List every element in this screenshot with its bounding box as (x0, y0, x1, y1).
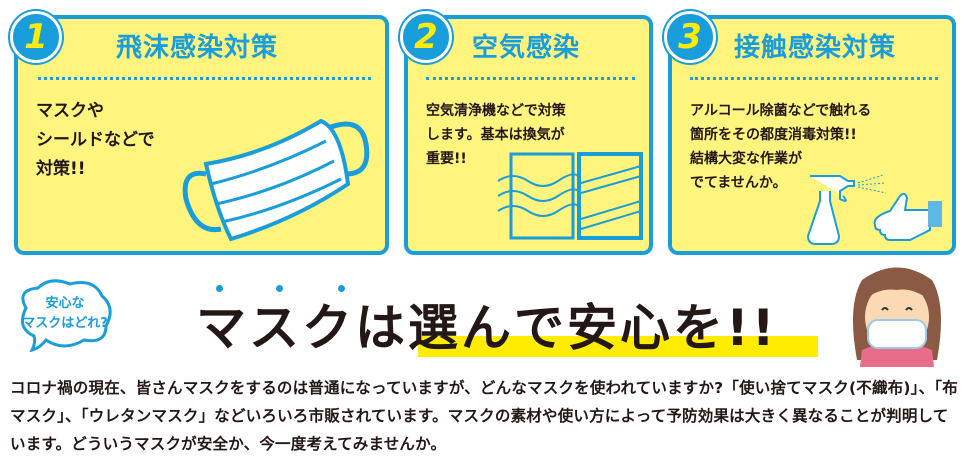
card-title: 接触感染対策 (734, 33, 897, 63)
number-badge: 1 (10, 11, 62, 63)
card-contact-infection: 3 接触感染対策 アルコール除菌などで触れる 箇所をその都度消毒対策!! 結構大… (664, 11, 956, 255)
dotted-divider (426, 77, 635, 80)
emphasis-dot (338, 285, 345, 292)
headline: マスクは選んで安心を!! (196, 299, 778, 357)
card-title: 空気感染 (472, 33, 581, 63)
number-badge: 2 (400, 11, 452, 63)
card-body: アルコール除菌などで触れる 箇所をその都度消毒対策!! 結構大変な作業が でてま… (690, 103, 872, 191)
card-body: マスクや シールドなどで 対策!! (36, 101, 155, 179)
thought-bubble (20, 279, 112, 352)
card-body: 空気清浄機などで対策 します。基本は換気が 重要!! (426, 103, 566, 167)
card-title: 飛沫感染対策 (116, 33, 279, 63)
mask-icon (182, 118, 370, 242)
emphasis-dot (276, 285, 283, 292)
bubble-text: 安心な マスクはどれ? (22, 296, 108, 331)
window-ventilation-icon (497, 152, 643, 240)
headline-highlight (418, 336, 818, 357)
card-airborne-infection: 2 空気感染 空気清浄機などで対策 します。基本は換気が 重要!! (400, 11, 653, 255)
dotted-divider (38, 77, 371, 80)
emphasis-dot (216, 285, 223, 292)
spray-and-glove-icon (806, 174, 942, 245)
card-droplet-infection: 1 飛沫感染対策 マスクや シールドなどで 対策!! (10, 11, 389, 255)
dotted-divider (690, 77, 938, 80)
masked-girl-illustration (853, 267, 941, 367)
description-paragraph: コロナ禍の現在、皆さんマスクをするのは普通になっていますが、どんなマスクを使われ… (10, 379, 958, 453)
number-badge: 3 (664, 11, 716, 63)
